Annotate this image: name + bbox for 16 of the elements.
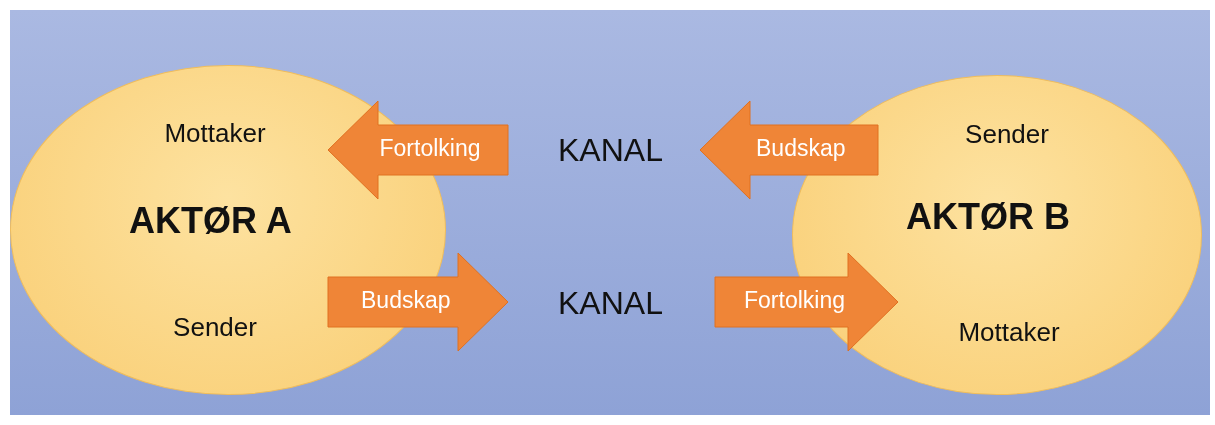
arrow-label: Budskap [756, 136, 846, 160]
arrow-label: Fortolking [379, 136, 481, 160]
actor-name: AKTØR B [906, 195, 1070, 239]
role-label: Mottaker [899, 307, 1119, 357]
channel-label: KANAL [508, 278, 715, 328]
arrow-label: Fortolking [744, 288, 845, 312]
actor-name: AKTØR A [129, 199, 292, 243]
arrow-label: Budskap [361, 288, 451, 312]
block-arrow [327, 252, 509, 352]
role-label: Sender [879, 111, 1135, 157]
channel-label: KANAL [508, 125, 700, 175]
block-arrow [714, 252, 899, 352]
role-label: Mottaker [101, 109, 329, 157]
block-arrow [699, 100, 879, 200]
block-arrow [327, 100, 509, 200]
role-label: Sender [101, 303, 329, 351]
